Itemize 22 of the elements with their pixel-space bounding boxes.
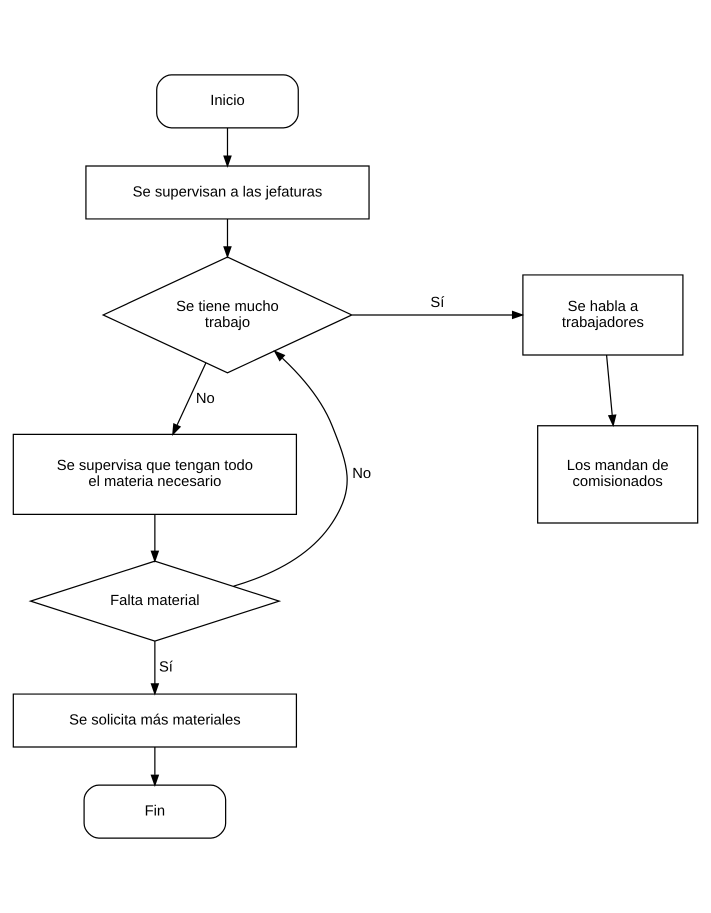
arrow [150, 514, 160, 563]
node-box: Se solicita más materiales [12, 693, 298, 748]
arrow [150, 641, 160, 696]
arrow [352, 310, 524, 320]
node-box: Los mandan de comisionados [537, 425, 698, 524]
edge-label: No [196, 391, 215, 408]
arrow [233, 350, 348, 587]
node-box: Se habla a trabajadores [522, 274, 684, 356]
node-box: Inicio [156, 74, 299, 128]
edge-label: Sí [158, 659, 173, 676]
arrow [172, 362, 206, 436]
node-box: Se supervisa que tengan todo el materia necesario [12, 434, 298, 515]
arrow [223, 128, 232, 168]
arrow [223, 219, 232, 259]
arrow [606, 354, 616, 428]
node-diamond: Falta material [28, 560, 282, 642]
edge-label: No [352, 466, 372, 482]
node-box: Fin [83, 784, 226, 839]
arrow [150, 747, 160, 787]
node-diamond: Se tiene mucho trabajo [102, 256, 354, 374]
edge-label: Sí [430, 295, 444, 312]
node-box: Se supervisan a las jefaturas [85, 165, 370, 220]
